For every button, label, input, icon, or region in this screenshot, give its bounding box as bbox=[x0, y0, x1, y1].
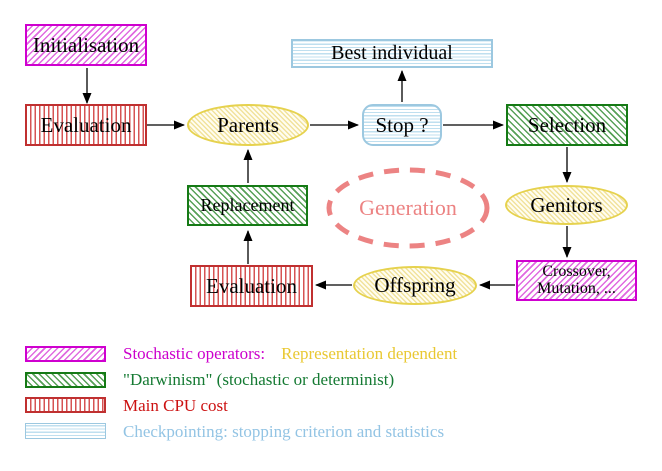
node-best-individual-label: Best individual bbox=[331, 42, 453, 64]
node-selection: Selection bbox=[506, 104, 628, 146]
node-genitors-label: Genitors bbox=[530, 192, 603, 217]
node-evaluation-bottom: Evaluation bbox=[190, 265, 313, 307]
legend-swatch-darwinism bbox=[25, 372, 106, 388]
legend-label-darwinism-text: "Darwinism" (stochastic or determinist) bbox=[123, 370, 395, 389]
legend-label-main-cpu-cost: Main CPU cost bbox=[123, 396, 228, 416]
node-offspring-label: Offspring bbox=[374, 273, 456, 298]
node-replacement: Replacement bbox=[187, 185, 308, 226]
legend-swatch-checkpointing bbox=[25, 423, 106, 439]
node-parents-label: Parents bbox=[217, 112, 279, 137]
node-best-individual: Best individual bbox=[291, 39, 493, 68]
node-selection-label: Selection bbox=[527, 112, 607, 137]
legend-label-checkpointing-text: Checkpointing: stopping criterion and st… bbox=[123, 422, 445, 441]
node-generation-label: Generation bbox=[359, 195, 457, 221]
legend-label-stochastic-operators-primary: Stochastic operators: bbox=[123, 344, 266, 363]
legend-label-representation-dependent: Representation dependent bbox=[281, 344, 458, 363]
legend-swatch-stochastic-operators bbox=[25, 346, 106, 362]
node-evaluation-top: Evaluation bbox=[25, 104, 147, 146]
node-parents: Parents bbox=[187, 104, 309, 146]
legend-label-darwinism: "Darwinism" (stochastic or determinist) bbox=[123, 370, 394, 390]
node-evaluation-bottom-label: Evaluation bbox=[206, 273, 297, 298]
node-crossover-label-line1: Crossover, bbox=[542, 262, 611, 280]
node-offspring: Offspring bbox=[353, 266, 477, 305]
node-generation: Generation bbox=[327, 168, 489, 248]
node-stop: Stop ? bbox=[362, 104, 442, 146]
node-initialisation-label: Initialisation bbox=[32, 32, 140, 57]
node-stop-label: Stop ? bbox=[375, 112, 429, 137]
legend-swatch-main-cpu-cost bbox=[25, 397, 106, 413]
node-replacement-label: Replacement bbox=[200, 195, 295, 216]
node-initialisation: Initialisation bbox=[25, 24, 147, 66]
node-crossover-mutation: Crossover, Mutation, ... bbox=[516, 260, 637, 301]
node-genitors: Genitors bbox=[505, 185, 628, 225]
legend-label-stochastic-operators: Stochastic operators: Representation dep… bbox=[123, 344, 457, 364]
generation-dashed-ellipse bbox=[326, 167, 490, 249]
legend-label-checkpointing: Checkpointing: stopping criterion and st… bbox=[123, 422, 444, 442]
node-crossover-label-line2: Mutation, ... bbox=[537, 279, 616, 297]
legend-label-main-cpu-cost-text: Main CPU cost bbox=[123, 396, 228, 415]
node-evaluation-top-label: Evaluation bbox=[40, 112, 132, 137]
